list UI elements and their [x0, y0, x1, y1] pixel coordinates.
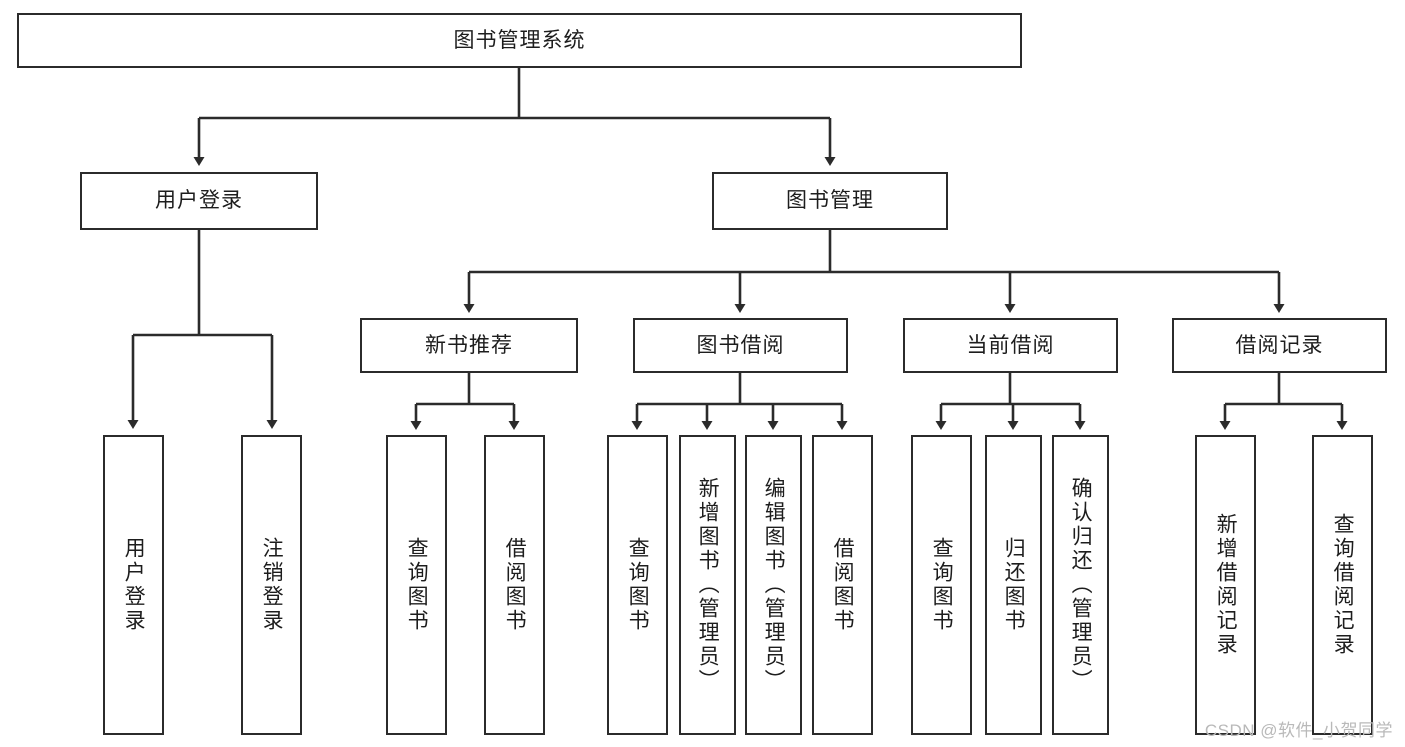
- node-current-borrow[interactable]: 当前借阅: [903, 318, 1118, 373]
- node-leaf-add-borrow-record-label: 新增借阅记录: [1214, 513, 1238, 657]
- node-current-borrow-label: 当前借阅: [966, 333, 1055, 357]
- node-leaf-query-book-current-label: 查询图书: [930, 537, 954, 633]
- node-leaf-confirm-return-admin[interactable]: 确认归还（管理员）: [1052, 435, 1109, 735]
- node-book-borrow[interactable]: 图书借阅: [633, 318, 848, 373]
- node-leaf-query-book-current[interactable]: 查询图书: [911, 435, 972, 735]
- node-leaf-borrow-book[interactable]: 借阅图书: [812, 435, 873, 735]
- node-new-book-recommend-label: 新书推荐: [425, 333, 513, 357]
- node-leaf-confirm-return-admin-label: 确认归还（管理员）: [1069, 477, 1093, 693]
- node-leaf-borrow-book-label: 借阅图书: [831, 537, 855, 633]
- node-leaf-query-book-recommend-label: 查询图书: [405, 537, 429, 633]
- node-leaf-user-login[interactable]: 用户登录: [103, 435, 164, 735]
- watermark-text: CSDN @软件_小贺同学: [1204, 721, 1393, 740]
- node-root-label: 图书管理系统: [453, 28, 586, 52]
- node-leaf-logout[interactable]: 注销登录: [241, 435, 302, 735]
- node-borrow-record-label: 借阅记录: [1235, 333, 1324, 357]
- node-leaf-add-book-admin[interactable]: 新增图书（管理员）: [679, 435, 736, 735]
- node-new-book-recommend[interactable]: 新书推荐: [360, 318, 578, 373]
- node-leaf-borrow-book-recommend[interactable]: 借阅图书: [484, 435, 545, 735]
- node-leaf-query-book-borrow[interactable]: 查询图书: [607, 435, 668, 735]
- node-leaf-return-book-label: 归还图书: [1002, 537, 1026, 633]
- node-book-management-label: 图书管理: [786, 189, 874, 213]
- node-leaf-logout-label: 注销登录: [260, 537, 284, 633]
- node-root[interactable]: 图书管理系统: [17, 13, 1022, 68]
- node-leaf-query-borrow-record[interactable]: 查询借阅记录: [1312, 435, 1373, 735]
- node-leaf-query-borrow-record-label: 查询借阅记录: [1331, 513, 1355, 657]
- node-leaf-borrow-book-recommend-label: 借阅图书: [503, 537, 527, 633]
- node-leaf-edit-book-admin-label: 编辑图书（管理员）: [762, 477, 786, 693]
- node-borrow-record[interactable]: 借阅记录: [1172, 318, 1387, 373]
- node-leaf-query-book-recommend[interactable]: 查询图书: [386, 435, 447, 735]
- node-leaf-query-book-borrow-label: 查询图书: [626, 537, 650, 633]
- node-book-borrow-label: 图书借阅: [696, 333, 785, 357]
- node-book-management[interactable]: 图书管理: [712, 172, 948, 230]
- node-user-login-label: 用户登录: [155, 189, 243, 213]
- node-user-login[interactable]: 用户登录: [80, 172, 318, 230]
- node-leaf-edit-book-admin[interactable]: 编辑图书（管理员）: [745, 435, 802, 735]
- node-leaf-return-book[interactable]: 归还图书: [985, 435, 1042, 735]
- node-leaf-add-borrow-record[interactable]: 新增借阅记录: [1195, 435, 1256, 735]
- node-leaf-user-login-label: 用户登录: [122, 537, 146, 633]
- node-leaf-add-book-admin-label: 新增图书（管理员）: [696, 477, 720, 693]
